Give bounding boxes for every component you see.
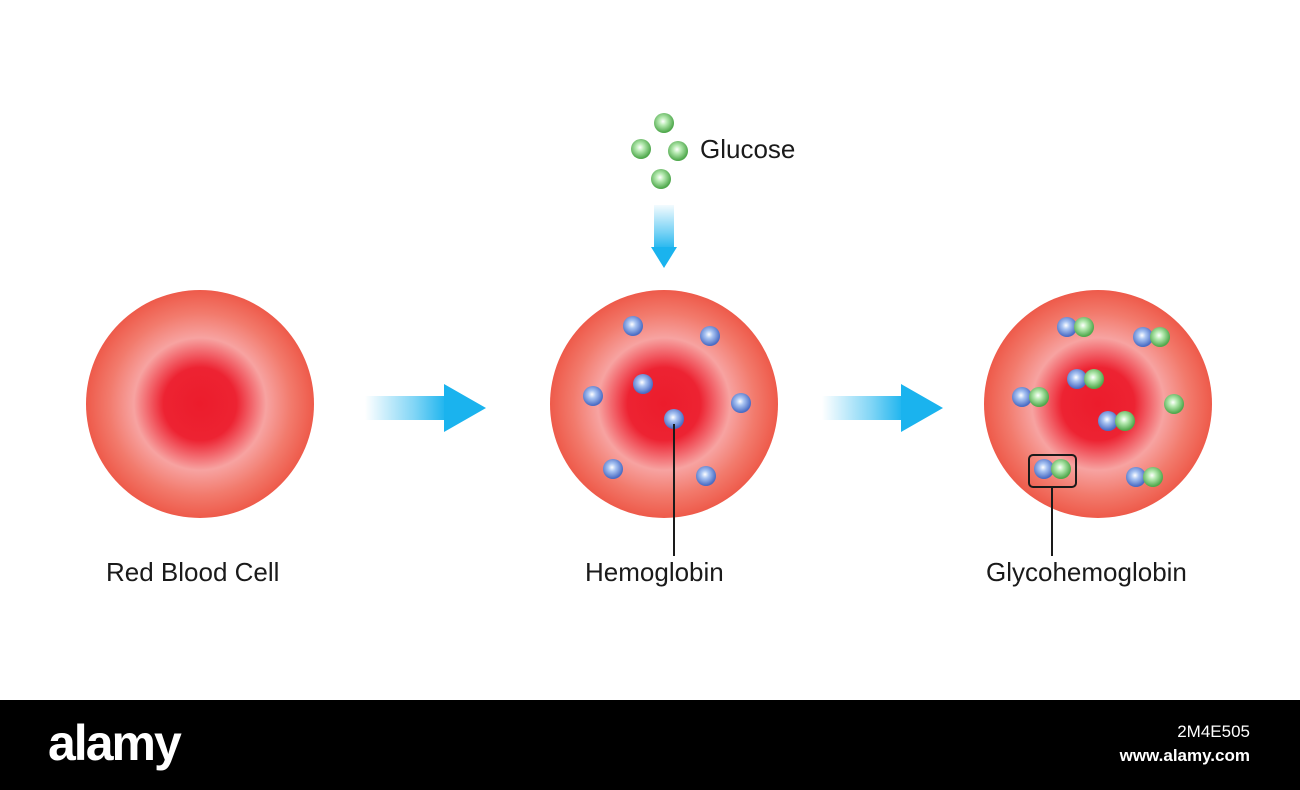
- hemoglobin-label: Hemoglobin: [585, 557, 724, 587]
- glucose-cluster: [631, 113, 688, 189]
- site-url: www.alamy.com: [1119, 746, 1250, 765]
- arrow-right-1: [365, 384, 486, 432]
- hemoglobin-molecules: [583, 316, 751, 486]
- watermark-footer: alamy 2M4E505 www.alamy.com: [0, 700, 1300, 790]
- red-blood-cell-label: Red Blood Cell: [106, 557, 280, 587]
- image-id: 2M4E505: [1177, 722, 1250, 741]
- alamy-logo: alamy: [48, 715, 182, 771]
- glucose-label: Glucose: [700, 134, 796, 164]
- glycohemoglobin-molecules: [1012, 317, 1184, 487]
- arrow-right-2: [822, 384, 943, 432]
- glycohemoglobin-label: Glycohemoglobin: [986, 557, 1187, 587]
- red-blood-cell-plain: [86, 290, 314, 518]
- diagram-canvas: [86, 113, 1212, 556]
- red-blood-cell-hemoglobin: [550, 290, 778, 556]
- red-blood-cell-glycohemoglobin: [984, 290, 1212, 556]
- arrow-down: [651, 205, 677, 268]
